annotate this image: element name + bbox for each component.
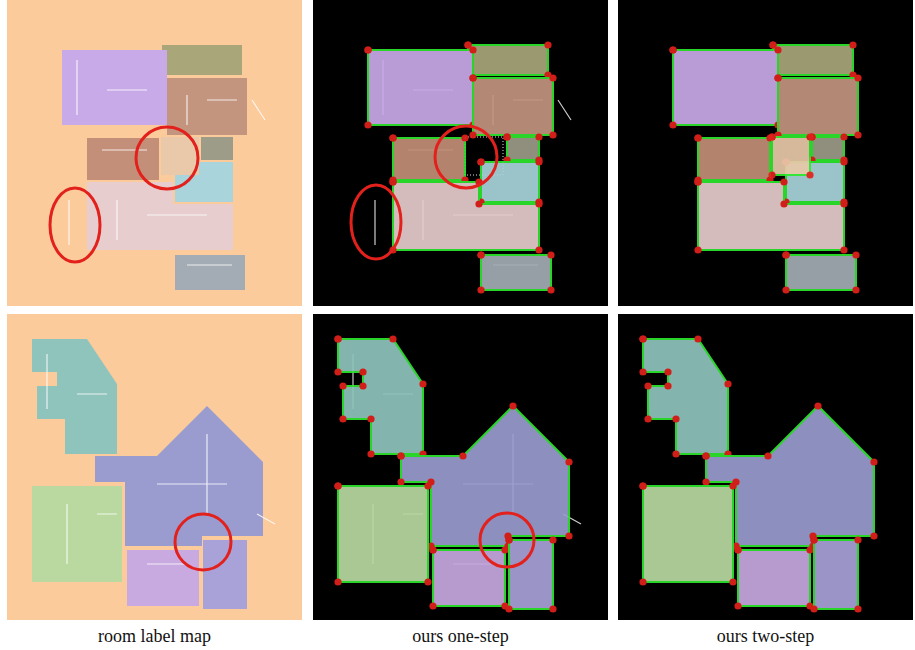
panel — [618, 314, 913, 620]
highlight-circle — [480, 513, 534, 567]
panel-ground — [7, 0, 302, 306]
panel-ground — [618, 0, 913, 306]
panel-ground — [618, 314, 913, 620]
highlight-circle — [351, 185, 401, 259]
panel-caption: ours one-step — [412, 626, 508, 647]
panel — [618, 0, 913, 306]
panel — [313, 0, 608, 306]
rooms — [32, 339, 263, 609]
scan — [47, 354, 275, 564]
rooms — [673, 45, 858, 290]
panel-caption: room label map — [98, 626, 211, 647]
panel-caption: ours two-step — [717, 626, 815, 647]
highlight-circle — [50, 188, 100, 262]
rooms — [772, 137, 810, 175]
panel-ground — [313, 0, 608, 306]
panel-ground — [7, 314, 302, 620]
panel-ground — [313, 314, 608, 620]
panel — [7, 0, 302, 306]
panel — [7, 314, 302, 620]
rooms — [338, 339, 569, 609]
panel — [313, 314, 608, 620]
highlight-circle — [435, 126, 497, 188]
rooms — [643, 339, 874, 609]
highlight-circle — [175, 514, 231, 570]
rooms — [368, 45, 553, 290]
highlight-circle — [136, 127, 198, 189]
